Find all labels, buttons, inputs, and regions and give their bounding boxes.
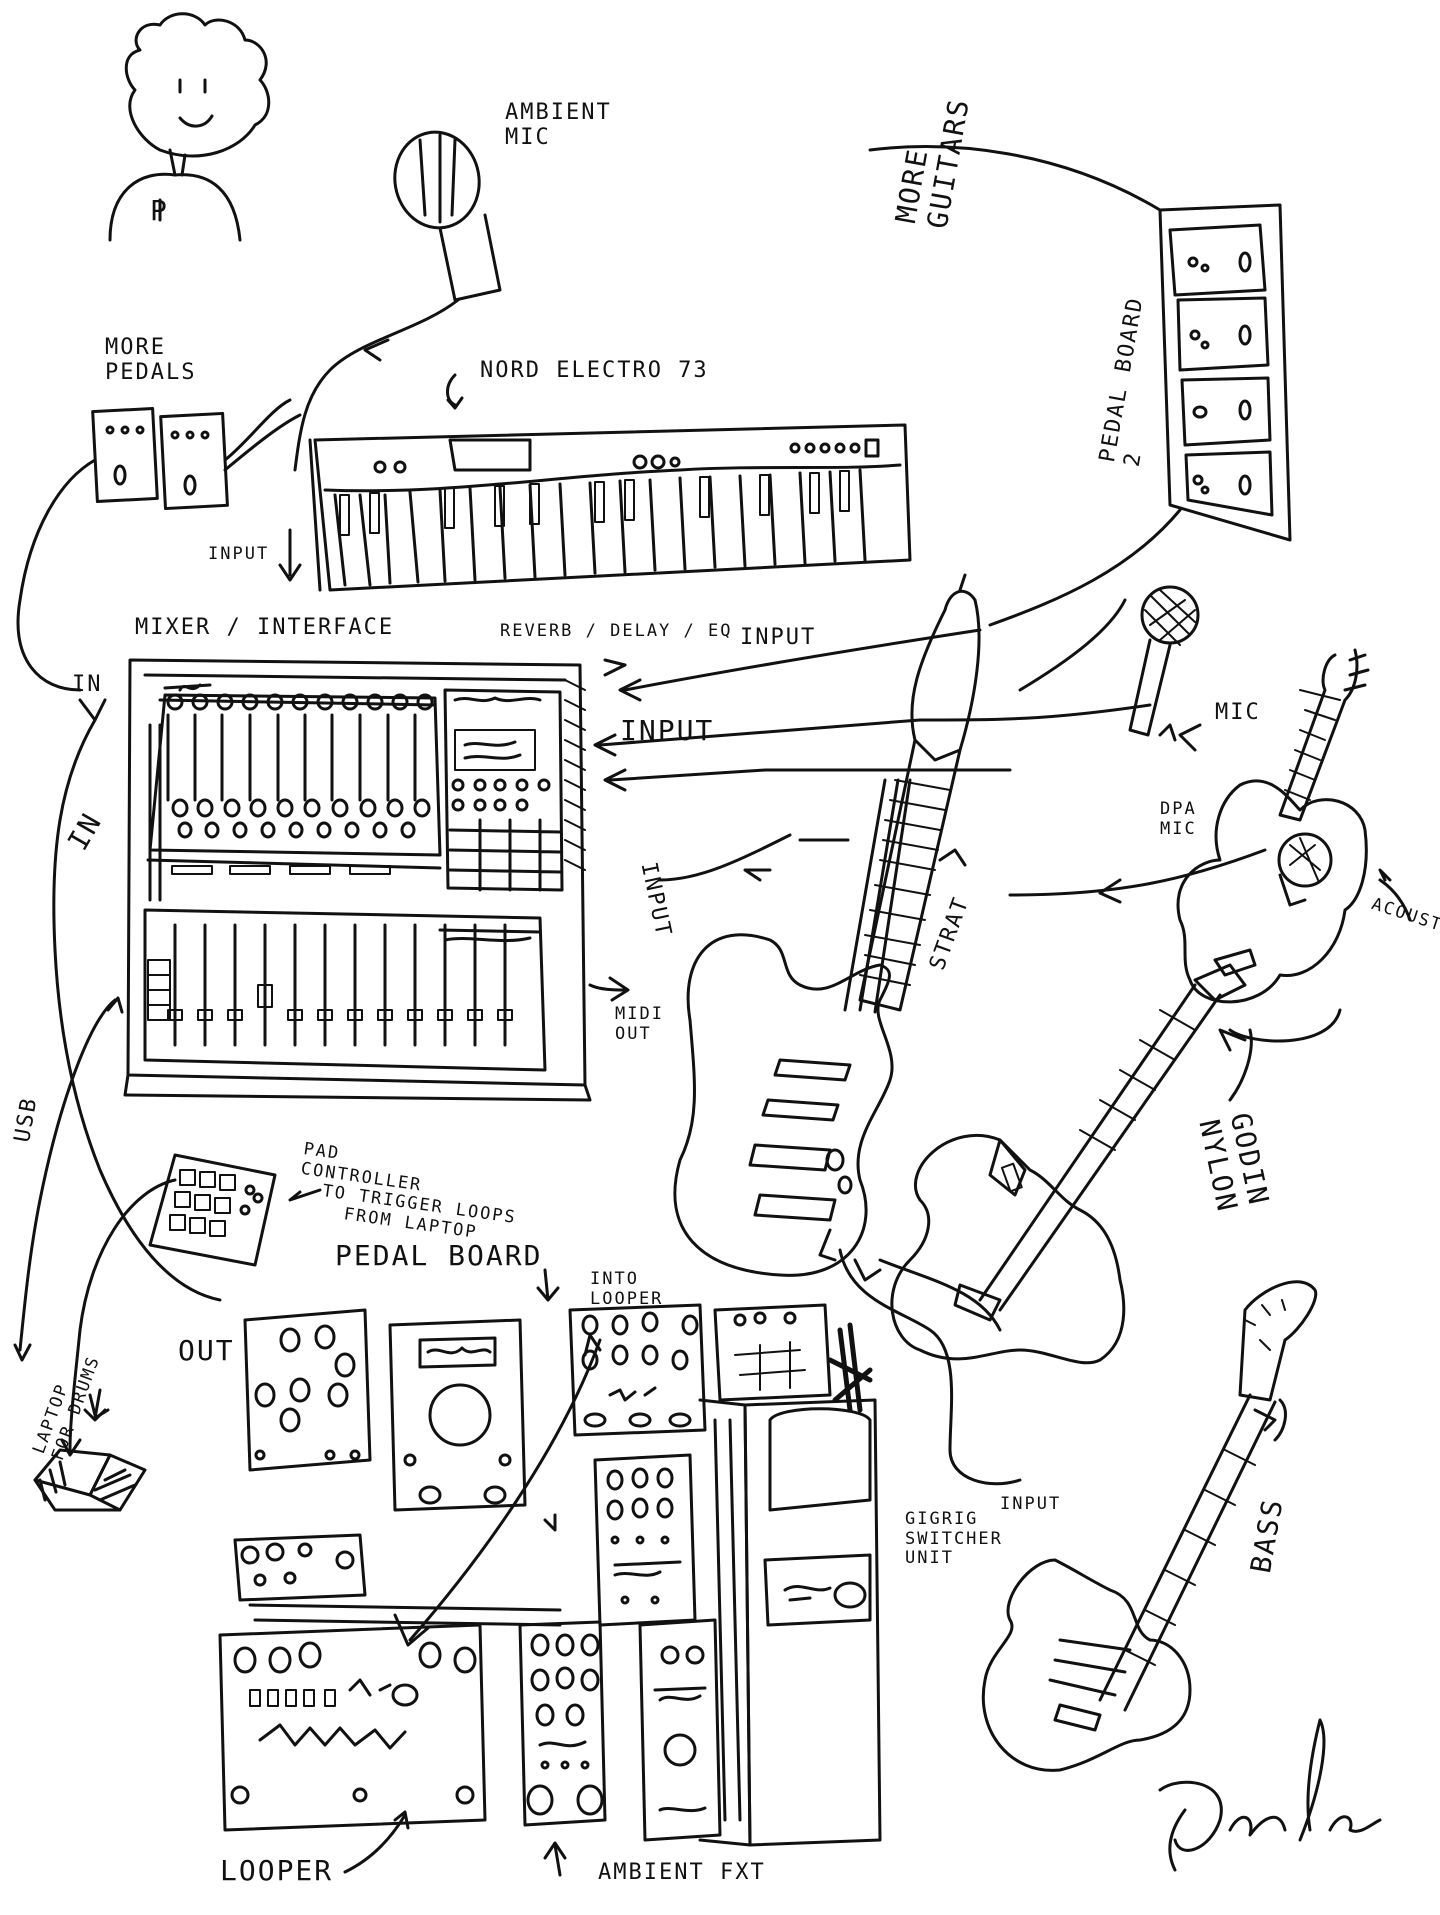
bottom-arrows <box>343 1810 567 1877</box>
signal-arrows <box>588 598 1267 1002</box>
strat-guitar-drawing <box>673 573 1022 1486</box>
label-fx: REVERB / DELAY / EQ <box>500 621 733 641</box>
label-in-top: IN <box>72 672 103 697</box>
misc-arrows <box>93 1388 110 1420</box>
label-dpa-mic: DPA MIC <box>1160 799 1197 839</box>
label-input-strat: INPUT <box>740 625 817 650</box>
label-midi-out: MIDI OUT <box>615 1004 664 1044</box>
ambient-mic-drawing <box>293 130 502 472</box>
more-pedals-drawing <box>16 398 302 692</box>
label-person-initial: P <box>150 194 169 227</box>
nord-keyboard-drawing <box>278 373 912 592</box>
label-into-looper: INTO LOOPER <box>590 1269 664 1309</box>
label-out: OUT <box>178 1334 235 1367</box>
label-looper: LOOPER <box>220 1854 334 1887</box>
label-input-bass: INPUT <box>1000 1494 1062 1514</box>
label-mixer: MIXER / INTERFACE <box>135 615 395 640</box>
bass-guitar-drawing <box>981 1280 1318 1772</box>
guitar-mic-drawing <box>1128 585 1202 752</box>
laptop-drawing <box>33 1448 147 1512</box>
godin-guitar-drawing <box>890 963 1253 1365</box>
label-pedal-board: PEDAL BOARD <box>335 1239 543 1272</box>
label-nord-keyboard: NORD ELECTRO 73 <box>480 358 709 383</box>
pedal-board-drawing <box>218 1268 882 1847</box>
label-mic: MIC <box>1215 700 1261 725</box>
label-gigrig: GIGRIG SWITCHER UNIT <box>905 1509 1003 1569</box>
acoustic-guitar-drawing <box>1176 648 1412 1043</box>
label-input-mic: INPUT <box>620 714 715 747</box>
label-ambient-mic: AMBIENT MIC <box>505 100 612 151</box>
person-drawing <box>108 12 271 242</box>
label-input-keys: INPUT <box>208 544 270 564</box>
pedal-board-2-drawing <box>868 145 1292 627</box>
left-cables <box>13 698 222 1422</box>
label-ambient-fx: AMBIENT FXT <box>598 1860 766 1885</box>
label-more-pedals: MORE PEDALS <box>105 335 197 386</box>
signature <box>1158 1718 1382 1872</box>
mixer-drawing <box>123 658 592 1102</box>
pad-controller-drawing <box>60 1153 322 1457</box>
